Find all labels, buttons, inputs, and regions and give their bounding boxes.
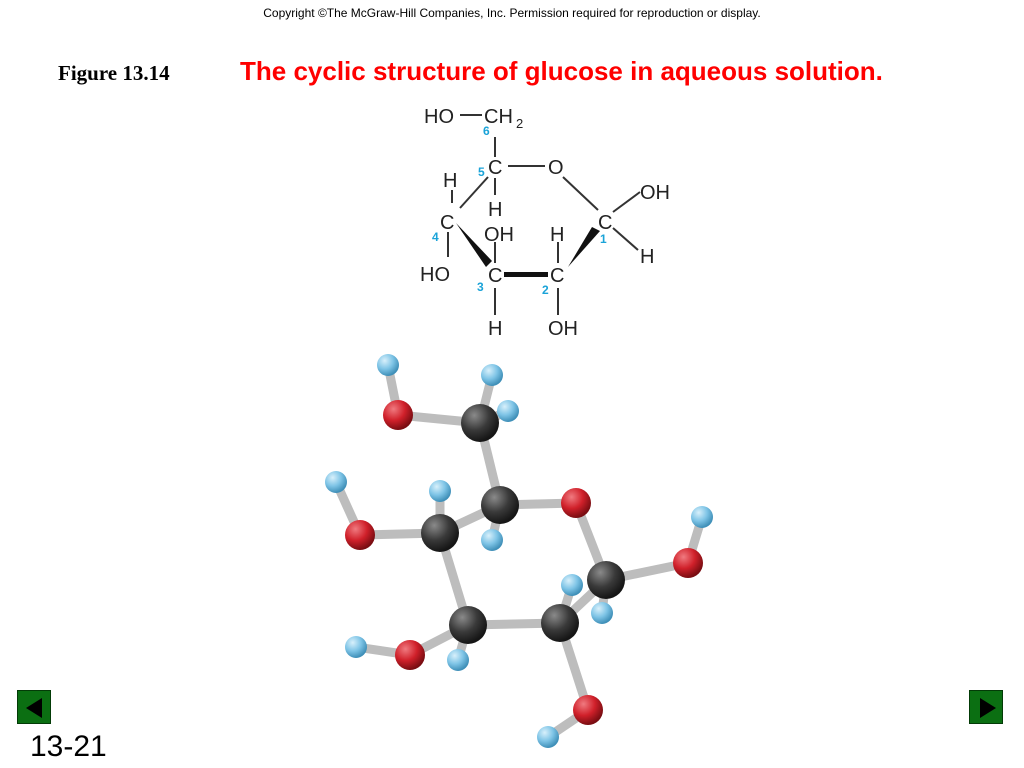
atom-h-c5-top: H: [443, 170, 457, 192]
carbon-number-3: 3: [477, 280, 484, 294]
atom-oh-c1: OH: [640, 182, 670, 204]
atom-c4: C: [440, 212, 454, 234]
triangle-left-icon: [26, 698, 42, 718]
slide-number: 13-21: [30, 730, 107, 763]
glucose-ball-and-stick-model: [325, 354, 713, 748]
carbon-number-2: 2: [542, 283, 549, 297]
carbon-number-4: 4: [432, 230, 439, 244]
carbon-number-5: 5: [478, 165, 485, 179]
atom-ho-c6: HO: [424, 106, 454, 128]
atom-oh-c3: OH: [484, 224, 514, 246]
atom-oh-c2: OH: [548, 318, 578, 340]
atom-ch2-subscript: 2: [516, 116, 523, 131]
copyright-notice: Copyright ©The McGraw-Hill Companies, In…: [263, 6, 761, 20]
atom-h-c2-up: H: [550, 224, 564, 246]
atom-c1: C: [598, 212, 612, 234]
atom-h-c5: H: [488, 199, 502, 221]
atom-ho-c4: HO: [420, 264, 450, 286]
carbon-number-1: 1: [600, 232, 607, 246]
carbon-number-6: 6: [483, 124, 490, 138]
atom-ring-oxygen: O: [548, 157, 564, 179]
glucose-structural-formula: HO CH 2 C O H H C OH H C OH H HO C C H O…: [420, 106, 670, 340]
atom-c2: C: [550, 265, 564, 287]
atom-ch2: CH: [484, 106, 513, 128]
next-slide-button[interactable]: [969, 690, 1003, 724]
triangle-right-icon: [980, 698, 996, 718]
previous-slide-button[interactable]: [17, 690, 51, 724]
atom-h-c3: H: [488, 318, 502, 340]
figure-label: Figure 13.14: [58, 61, 170, 85]
figure-title: The cyclic structure of glucose in aqueo…: [240, 56, 883, 86]
atom-c3: C: [488, 265, 502, 287]
atom-c5: C: [488, 157, 502, 179]
atom-h-c1: H: [640, 246, 654, 268]
